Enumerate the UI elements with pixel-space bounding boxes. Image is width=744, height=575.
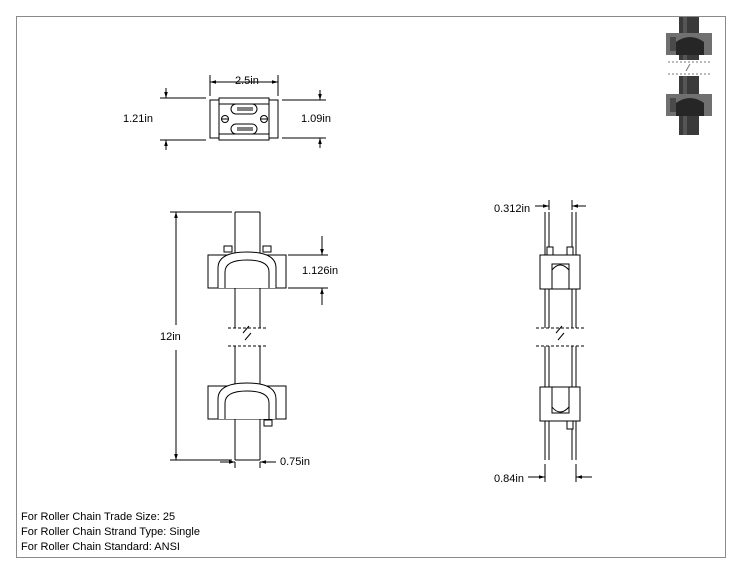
label-clip-height: 1.126in	[302, 265, 339, 277]
dim-bar-width	[220, 460, 276, 468]
front-view	[207, 211, 287, 461]
isometric-thumbnail	[666, 17, 712, 135]
label-height-left: 1.21in	[123, 113, 153, 125]
dim-side-thickness	[535, 200, 586, 210]
label-width-top: 2.5in	[235, 75, 259, 87]
dim-height-left	[160, 88, 206, 150]
label-overall-length: 12in	[160, 331, 181, 343]
note-trade-size: For Roller Chain Trade Size: 25	[21, 511, 176, 523]
dim-clip-height	[288, 236, 328, 305]
dim-width-top	[209, 75, 279, 96]
label-bar-width: 0.75in	[280, 456, 310, 468]
note-standard: For Roller Chain Standard: ANSI	[21, 541, 180, 553]
label-side-thickness: 0.312in	[494, 203, 531, 215]
dim-side-width	[528, 464, 592, 482]
dim-height-right	[282, 90, 326, 148]
side-view	[536, 212, 586, 460]
spec-notes: For Roller Chain Trade Size: 25 For Roll…	[21, 510, 200, 555]
label-height-right: 1.09in	[301, 113, 331, 125]
title-block-line	[16, 557, 401, 558]
top-view	[209, 97, 279, 141]
label-side-width: 0.84in	[494, 473, 524, 485]
dim-overall-length	[170, 211, 232, 461]
note-strand-type: For Roller Chain Strand Type: Single	[21, 526, 200, 538]
